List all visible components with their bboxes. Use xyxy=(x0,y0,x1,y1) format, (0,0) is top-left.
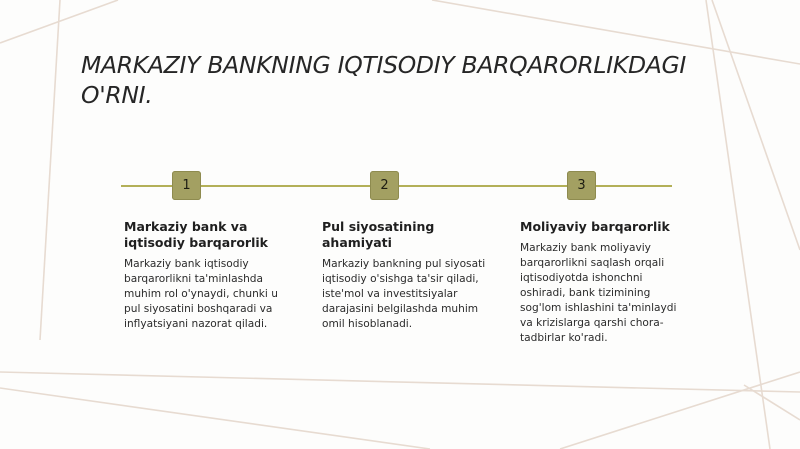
step-1-number-badge: 1 xyxy=(172,171,201,200)
step-2-title: Pul siyosatining ahamiyati xyxy=(322,219,435,250)
step-2-number-badge: 2 xyxy=(370,171,399,200)
timeline-step-1: Markaziy bank va iqtisodiy barqarorlik M… xyxy=(124,219,294,332)
slide-title: MARKAZIY BANKNING IQTISODIY BARQARORLIKD… xyxy=(81,51,687,109)
step-3-number-badge: 3 xyxy=(567,171,596,200)
timeline-step-3: Moliyaviy barqarorlik Markaziy bank moli… xyxy=(520,219,690,346)
step-3-title: Moliyaviy barqarorlik xyxy=(520,219,670,234)
step-3-description: Markaziy bank moliyaviy barqarorlikni sa… xyxy=(520,242,677,344)
timeline-step-2: Pul siyosatining ahamiyati Markaziy bank… xyxy=(322,219,492,332)
step-2-description: Markaziy bankning pul siyosati iqtisodiy… xyxy=(322,258,486,330)
step-1-title: Markaziy bank va iqtisodiy barqarorlik xyxy=(124,219,268,250)
step-1-description: Markaziy bank iqtisodiy barqarorlikni ta… xyxy=(124,258,278,330)
